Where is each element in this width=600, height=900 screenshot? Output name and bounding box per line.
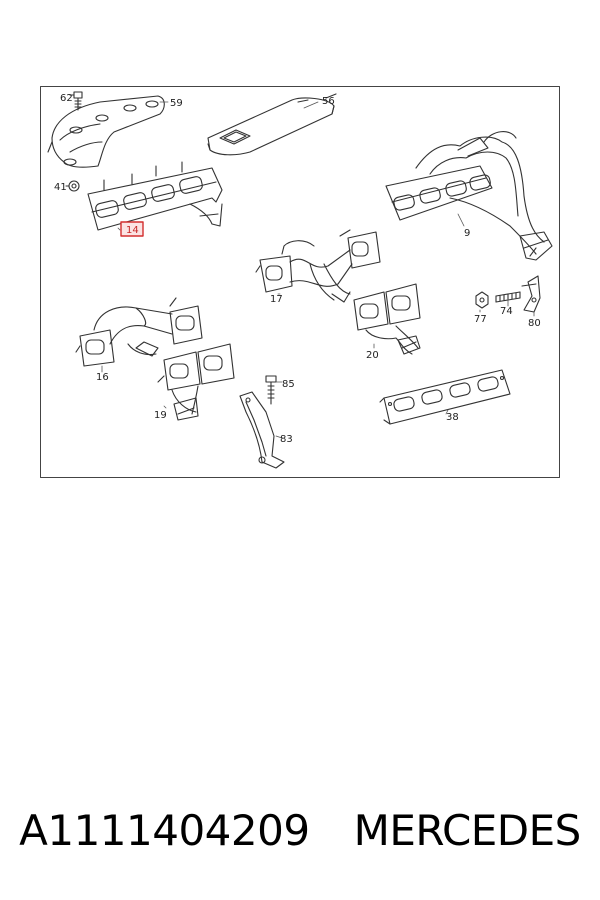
part-62-bolt <box>69 91 83 111</box>
part-9-exhaust-manifold <box>385 131 553 261</box>
part-85-bolt <box>265 375 277 405</box>
leader-lines <box>101 101 535 439</box>
part-38-gasket <box>379 369 511 425</box>
diagram-border <box>40 86 560 478</box>
label-77: 77 <box>474 314 487 325</box>
part-20-exhaust-manifold <box>353 283 421 355</box>
part-14-highlight-box <box>120 221 144 237</box>
label-56: 56 <box>322 96 335 107</box>
label-14: 14 <box>126 225 139 236</box>
part-labels: 62 59 56 41 14 9 17 77 74 80 16 20 85 19… <box>54 93 541 445</box>
part-41-washer <box>65 180 80 192</box>
part-16-exhaust-manifold <box>75 297 203 367</box>
label-83: 83 <box>280 434 293 445</box>
part-17-exhaust-manifold <box>255 229 381 303</box>
label-80: 80 <box>528 318 541 329</box>
label-38: 38 <box>446 412 459 423</box>
diagram-canvas: 62 59 56 41 14 9 17 77 74 80 16 20 85 19… <box>40 86 560 478</box>
label-17: 17 <box>270 294 283 305</box>
label-9: 9 <box>464 228 470 239</box>
label-59: 59 <box>170 98 183 109</box>
label-19: 19 <box>154 410 167 421</box>
part-77-nut <box>475 291 489 309</box>
part-19-exhaust-manifold <box>157 343 235 421</box>
part-80-bracket <box>521 275 541 313</box>
part-74-stud <box>495 291 521 303</box>
label-85: 85 <box>282 379 295 390</box>
part-59-heat-shield <box>47 95 165 168</box>
brand-name: MERCEDES <box>353 805 582 855</box>
product-caption: A1111404209 MERCEDES <box>0 800 600 860</box>
part-83-bracket <box>239 391 285 469</box>
label-74: 74 <box>500 306 513 317</box>
part-number: A1111404209 <box>19 805 310 855</box>
exploded-parts-diagram: 62 59 56 41 14 9 17 77 74 80 16 20 85 19… <box>40 86 560 478</box>
label-62: 62 <box>60 93 73 104</box>
label-20: 20 <box>366 350 379 361</box>
part-56-engine-cover <box>207 93 337 156</box>
part-14-exhaust-manifold <box>87 161 223 231</box>
label-41: 41 <box>54 182 67 193</box>
label-16: 16 <box>96 372 109 383</box>
